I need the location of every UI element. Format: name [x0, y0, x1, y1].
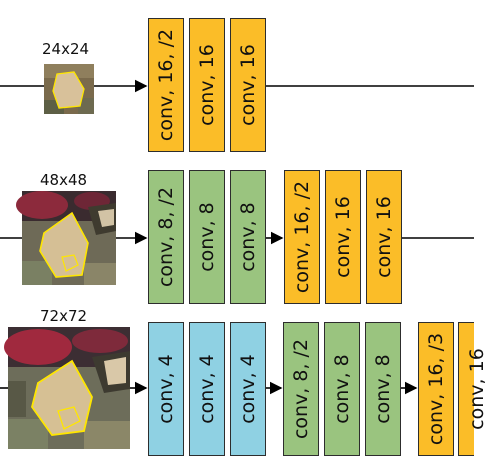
- row3-conv-block-5: conv, 8: [324, 322, 360, 456]
- row2-conv-block-4-label: conv, 16, /2: [291, 180, 313, 294]
- row3-conv-block-1-label: conv, 4: [155, 354, 177, 424]
- connector-lines: [0, 79, 474, 395]
- row3-conv-block-4-label: conv, 8, /2: [290, 338, 312, 440]
- row3-conv-block-6-label: conv, 8: [372, 354, 394, 424]
- row1-conv-block-1-label: conv, 16, /2: [155, 28, 177, 142]
- row2-conv-block-2: conv, 8: [189, 170, 225, 304]
- network-architecture-diagram: 24x24 48x48 72x72: [0, 18, 488, 456]
- row2-conv-block-6: conv, 16: [366, 170, 402, 304]
- row3-conv-block-2: conv, 4: [189, 322, 225, 456]
- row3-conv-block-8-label: conv, 16: [466, 348, 488, 430]
- row1-conv-block-3: conv, 16: [230, 18, 266, 152]
- row2-conv-block-4: conv, 16, /2: [284, 170, 320, 304]
- row3-conv-block-7-label: conv, 16, /3: [425, 332, 447, 446]
- row3-image-patch: [4, 327, 130, 449]
- row2-image-patch: [16, 191, 116, 285]
- row2-conv-block-1-label: conv, 8, /2: [155, 186, 177, 288]
- row3-conv-block-7: conv, 16, /3: [418, 322, 454, 456]
- row2-conv-block-5-label: conv, 16: [332, 196, 354, 278]
- row3-conv-block-8: conv, 16: [458, 322, 488, 456]
- row2-conv-block-3: conv, 8: [230, 170, 266, 304]
- row3-conv-block-5-label: conv, 8: [331, 354, 353, 424]
- row2-size-label: 48x48: [40, 171, 88, 189]
- row3-conv-block-2-label: conv, 4: [196, 354, 218, 424]
- row3-conv-block-4: conv, 8, /2: [283, 322, 319, 456]
- row1-conv-block-1: conv, 16, /2: [148, 18, 184, 152]
- row3-conv-block-3: conv, 4: [230, 322, 266, 456]
- row3-size-label: 72x72: [40, 307, 88, 325]
- row1-size-label: 24x24: [42, 40, 90, 58]
- row1-conv-block-3-label: conv, 16: [237, 44, 259, 126]
- row3-conv-block-3-label: conv, 4: [237, 354, 259, 424]
- row2-conv-block-1: conv, 8, /2: [148, 170, 184, 304]
- row1-conv-block-2: conv, 16: [189, 18, 225, 152]
- row2-conv-block-2-label: conv, 8: [196, 202, 218, 272]
- row2-conv-block-3-label: conv, 8: [237, 202, 259, 272]
- row1-image-patch: [44, 64, 94, 114]
- row2-conv-block-6-label: conv, 16: [373, 196, 395, 278]
- row2-conv-block-5: conv, 16: [325, 170, 361, 304]
- row3-conv-block-1: conv, 4: [148, 322, 184, 456]
- row3-conv-block-6: conv, 8: [365, 322, 401, 456]
- row1-conv-block-2-label: conv, 16: [196, 44, 218, 126]
